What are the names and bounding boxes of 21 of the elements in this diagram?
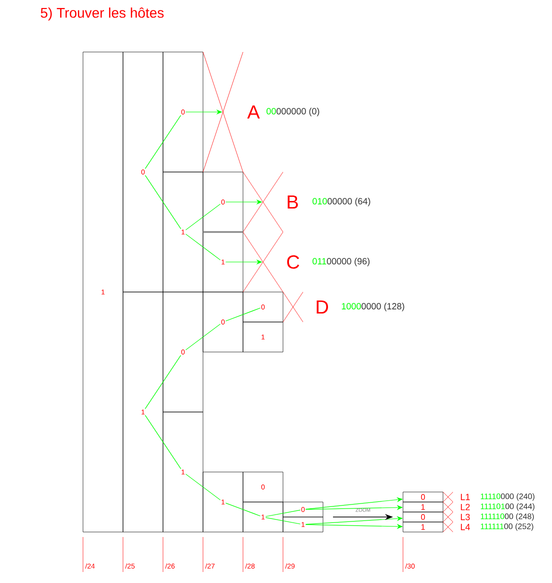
cell: 1 (402, 522, 444, 532)
cell: 0 (402, 492, 444, 502)
address-label: 00000000 (0) (266, 108, 320, 116)
cell: 0 (402, 512, 444, 522)
address-label: 11111000 (248) (480, 513, 534, 521)
title: 5) Trouver les hôtes (40, 7, 164, 21)
line-label: L3 (460, 514, 470, 520)
host-cross: B (242, 172, 298, 232)
address-label: 01000000 (64) (312, 198, 370, 206)
host-cross: C (242, 232, 300, 292)
host-cross: D (282, 292, 328, 322)
address-label: 11111100 (252) (480, 523, 534, 531)
address-label: 11110000 (240) (480, 493, 534, 501)
line-label: L4 (460, 524, 470, 530)
address-label: 10000000 (128) (342, 302, 404, 312)
address-label: 01100000 (96) (312, 258, 370, 266)
line-label: L2 (460, 504, 470, 510)
cell: 1 (402, 502, 444, 512)
line-label: L1 (460, 494, 470, 500)
host-cross: A (202, 52, 260, 172)
address-label: 11110100 (244) (480, 503, 534, 511)
